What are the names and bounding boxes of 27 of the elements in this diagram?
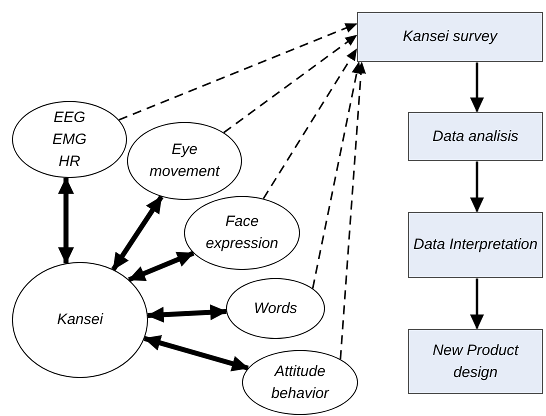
arrow xyxy=(144,335,249,372)
node-text: Kansei xyxy=(57,310,103,330)
arrow xyxy=(111,195,164,271)
process-box xyxy=(408,212,543,278)
node-text: Words xyxy=(254,298,298,318)
node-text: Face expression xyxy=(204,212,280,254)
node-text: New Product design xyxy=(432,340,520,382)
arrow xyxy=(146,304,228,323)
node-text: Kansei survey xyxy=(402,27,498,47)
arrow xyxy=(312,62,362,289)
process-box xyxy=(408,112,543,161)
node-text: Attitude behavior xyxy=(270,362,330,404)
process-box xyxy=(357,12,543,62)
node-text: Data Interpretation xyxy=(413,235,538,255)
arrow xyxy=(470,62,484,112)
arrow xyxy=(470,162,484,212)
arrow xyxy=(223,34,358,134)
arrow xyxy=(128,250,194,282)
arrow xyxy=(262,48,358,200)
node-text: Data analisis xyxy=(432,126,518,146)
node-text: EEG EMG HR xyxy=(51,108,88,172)
process-box xyxy=(408,329,543,394)
node-text: Eye movement xyxy=(148,140,221,182)
arrow xyxy=(340,62,366,360)
arrow xyxy=(58,176,74,264)
arrow xyxy=(470,278,484,330)
arrow xyxy=(118,23,358,121)
